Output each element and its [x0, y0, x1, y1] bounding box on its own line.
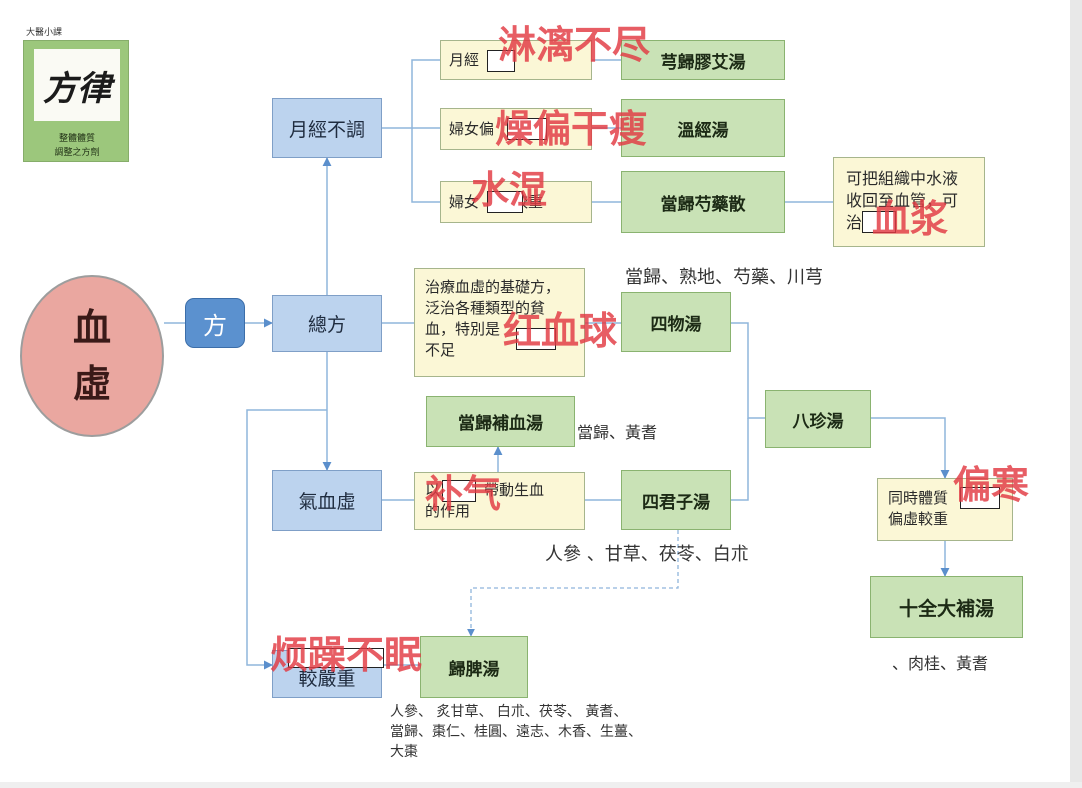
symptom-1: 月經: [440, 40, 592, 80]
ingredients-guipi: 人參、 炙甘草、 白朮、茯苓、 黃耆、 當歸、棗仁、桂圓、遠志、木香、生薑、 大…: [390, 702, 710, 762]
edge-siwu-bazhen: [731, 322, 765, 419]
root-char-1: 血: [72, 305, 111, 350]
cover-box-7: [960, 487, 1000, 509]
logo-line-1: 整體體質: [58, 134, 95, 144]
qi-desc-text-b: 帶動生血: [484, 481, 545, 499]
edge-sijunzi-guipi: [467, 530, 679, 637]
shaoyao-note-line-1: 可把組織中水液: [846, 169, 959, 188]
qi-desc-text-a: 以: [425, 481, 441, 499]
edge-bazhen-desc: [871, 417, 950, 479]
annotation-1: 淋漓不尽: [498, 23, 651, 67]
symptom-2-text: 婦女偏: [449, 119, 495, 138]
ingredients-guipi-line-1: 人參、 炙甘草、 白朮、茯苓、 黃耆、: [390, 704, 628, 720]
qi-desc-text-c: 的作用: [425, 502, 471, 520]
annotation-2: 燥偏干瘦: [495, 107, 648, 151]
formula-bazhen: 八珍湯: [765, 390, 871, 448]
formula-wenjing: 溫經湯: [621, 99, 785, 157]
shaoyao-note-line-3: 治: [846, 213, 863, 232]
bottom-edge-strip: [0, 782, 1082, 788]
cover-box-1: [487, 50, 515, 72]
course-logo: 方律 整體體質 調整之方劑: [23, 40, 129, 162]
ingredients-siwu: 當歸、熟地、芍藥、川芎: [625, 267, 823, 288]
logo-caption: 大醫小課: [26, 28, 63, 38]
symptom-2: 婦女偏: [440, 108, 592, 150]
method-box: 方: [185, 298, 245, 348]
general-desc-line-3: 血，特別是: [425, 320, 501, 338]
cover-box-6: [442, 480, 476, 502]
annotation-8: 烦躁不眠: [270, 633, 423, 677]
logo-line-2: 調整之方劑: [54, 148, 100, 158]
formula-shiquandabu: 十全大補湯: [870, 576, 1023, 638]
formula-dangguishaoyao: 當歸芍藥散: [621, 171, 785, 233]
ingredients-buxue: 當歸、黃耆: [577, 423, 658, 442]
logo-signature: 方律: [34, 49, 120, 121]
symptom-3-text-a: 婦女: [449, 192, 480, 211]
root-char-2: 虛: [72, 361, 111, 406]
right-edge-strip: [1070, 0, 1082, 788]
edge-sijunzi-bazhen: [731, 418, 749, 501]
cover-box-4: [862, 211, 896, 233]
annotation-7: 偏寒: [953, 463, 1030, 507]
ingredients-shiquan: 、肉桂、黃耆: [892, 654, 989, 673]
category-menstrual: 月經不調: [272, 98, 382, 158]
bazhen-desc-line-2: 偏虛較重: [888, 510, 949, 528]
annotation-4: 血浆: [872, 197, 949, 241]
general-desc-line-2: 泛治各種類型的貧: [425, 299, 546, 317]
root-blood-deficiency: 血 虛: [20, 275, 164, 437]
cover-box-3: [487, 191, 523, 213]
edge-menstrual-branch: [382, 59, 440, 129]
category-general: 總方: [272, 295, 382, 352]
formula-guipi: 歸脾湯: [420, 636, 528, 698]
annotation-5: 红血球: [503, 309, 618, 353]
general-desc-line-1: 治療血虛的基礎方，: [425, 278, 561, 296]
annotation-3: 水湿: [471, 168, 548, 212]
shaoyao-note: 可把組織中水液 收回至血管，可 治: [833, 157, 985, 247]
formula-siwu: 四物湯: [621, 292, 731, 352]
shaoyao-note-line-2: 收回至血管，可: [846, 191, 959, 210]
cover-box-8: [288, 648, 384, 668]
cover-box-2: [507, 118, 547, 140]
symptom-1-text: 月經: [449, 50, 480, 69]
ingredients-sijunzi: 人參 、甘草、茯苓、白朮: [545, 544, 749, 565]
annotation-6: 补气: [425, 472, 502, 516]
bazhen-desc-line-1: 同時體質: [888, 489, 949, 507]
ingredients-guipi-line-3: 大棗: [390, 744, 418, 760]
general-desc-line-4: 不足: [425, 341, 456, 359]
cover-box-5: [516, 328, 556, 350]
formula-sijunzi: 四君子湯: [621, 470, 731, 530]
category-qi-blood: 氣血虛: [272, 470, 382, 531]
formula-xiongguijiaoai: 芎歸膠艾湯: [621, 40, 785, 80]
general-description: 治療血虛的基礎方， 泛治各種類型的貧 血，特別是 不足: [414, 268, 585, 377]
edge-general-severe: [246, 409, 327, 670]
ingredients-guipi-line-2: 當歸、棗仁、桂圓、遠志、木香、生薑、: [390, 724, 642, 740]
formula-dangguibuxue: 當歸補血湯: [426, 396, 575, 447]
